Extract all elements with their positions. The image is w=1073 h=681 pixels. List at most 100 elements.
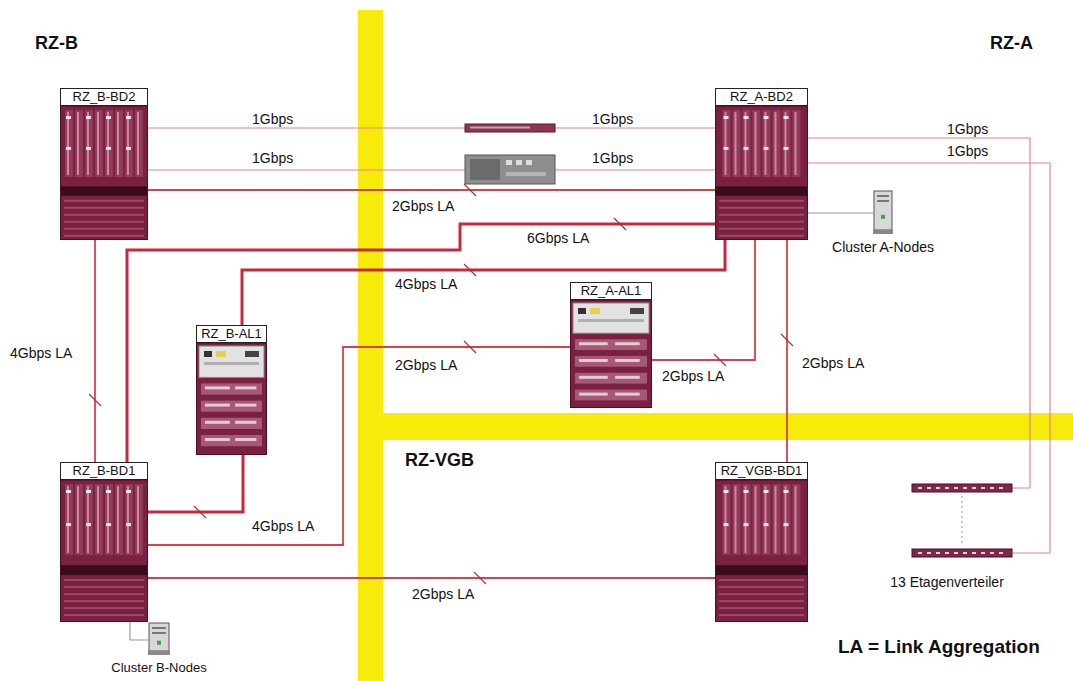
link-label: 1Gbps — [945, 121, 990, 137]
line-card — [733, 110, 741, 177]
switch-port — [918, 552, 922, 554]
switch-device — [465, 155, 555, 184]
access-switch: RZ_A-AL1 — [570, 282, 652, 408]
card-led — [86, 490, 91, 493]
card-led — [744, 147, 749, 150]
card-strip — [735, 112, 737, 175]
card-led — [126, 490, 131, 493]
line-card — [763, 484, 771, 555]
module-row — [201, 383, 262, 394]
la-tick — [714, 354, 726, 366]
switch-port — [963, 552, 967, 554]
line-card — [753, 484, 761, 555]
device-name: RZ_B-BD1 — [73, 463, 136, 478]
slot-row — [64, 607, 144, 609]
card-strip — [775, 112, 777, 175]
line-card — [95, 484, 103, 555]
link-label: 2Gbps LA — [393, 357, 459, 373]
card-strip — [775, 486, 777, 553]
card-led — [764, 116, 769, 119]
module-row — [575, 356, 647, 367]
link-label: 4Gbps LA — [393, 276, 459, 292]
server-tower — [874, 191, 892, 230]
slot-row — [719, 607, 804, 609]
cluster-label: Cluster B-Nodes — [111, 660, 206, 676]
device-port — [526, 160, 532, 165]
unit-strip — [578, 319, 644, 322]
device-name: RZ_A-BD2 — [730, 89, 793, 104]
card-strip — [795, 112, 797, 175]
line-card — [753, 110, 761, 177]
slot-row — [719, 207, 804, 209]
card-led — [86, 116, 91, 119]
line-card — [95, 110, 103, 177]
device-label-box: RZ_B-BD2 — [60, 88, 148, 106]
module-ports — [615, 376, 640, 379]
link-line — [786, 240, 788, 462]
line-card — [135, 484, 143, 555]
aggregation-ticks — [89, 184, 793, 584]
line-card — [135, 110, 143, 177]
module-ports — [579, 376, 608, 379]
power-led — [881, 215, 885, 219]
slot-row — [64, 593, 144, 595]
link-label: 2Gbps LA — [410, 586, 476, 602]
device-port — [506, 160, 512, 165]
module-ports — [615, 342, 640, 345]
fan-band — [716, 186, 807, 195]
module-ports — [579, 342, 608, 345]
line-card — [783, 484, 791, 555]
slot-row — [64, 221, 144, 223]
backbone-switch: RZ_A-BD2 — [715, 88, 808, 240]
slot-row — [719, 214, 804, 216]
server-cluster: Cluster B-Nodes — [148, 622, 170, 656]
module-ports — [235, 404, 256, 407]
switch-port — [927, 552, 931, 554]
module-ports — [615, 359, 640, 362]
drive-bay — [152, 627, 166, 629]
line-card — [65, 484, 73, 555]
slot-row — [64, 228, 144, 230]
link-label: 6Gbps LA — [525, 230, 591, 246]
device-drawing — [196, 325, 267, 455]
card-led — [106, 490, 111, 493]
card-strip — [117, 112, 119, 175]
device-strip — [506, 172, 546, 176]
link-line — [148, 189, 715, 191]
module-row — [575, 373, 647, 384]
slot-row — [719, 593, 804, 595]
line-card — [115, 110, 123, 177]
slot-row — [64, 579, 144, 581]
card-strip — [735, 486, 737, 553]
card-strip — [745, 486, 747, 553]
link-label: 2Gbps LA — [800, 355, 866, 371]
device-name: RZ_VGB-BD1 — [721, 463, 803, 478]
switch-port — [918, 487, 922, 489]
line-card — [793, 484, 801, 555]
card-strip — [127, 112, 129, 175]
slot-row — [719, 228, 804, 230]
link-line — [148, 169, 715, 170]
switch-port — [981, 487, 985, 489]
card-led — [126, 523, 131, 526]
line-card — [793, 110, 801, 177]
line-card — [723, 484, 731, 555]
cluster-label: Cluster A-Nodes — [832, 239, 934, 255]
device-drawing — [60, 88, 148, 240]
line-card — [763, 110, 771, 177]
switch-port — [963, 487, 967, 489]
room-divider — [383, 413, 1073, 440]
power-led — [157, 641, 161, 645]
room-name: RZ-A — [990, 33, 1033, 55]
line-card — [105, 110, 113, 177]
card-strip — [795, 486, 797, 553]
slot-row — [64, 207, 144, 209]
switch-port — [936, 487, 940, 489]
slot-row — [719, 200, 804, 202]
module-row — [201, 401, 262, 412]
chassis-body — [716, 106, 808, 240]
line-card — [115, 484, 123, 555]
device-name: RZ_B-AL1 — [201, 326, 262, 341]
line-card — [75, 484, 83, 555]
